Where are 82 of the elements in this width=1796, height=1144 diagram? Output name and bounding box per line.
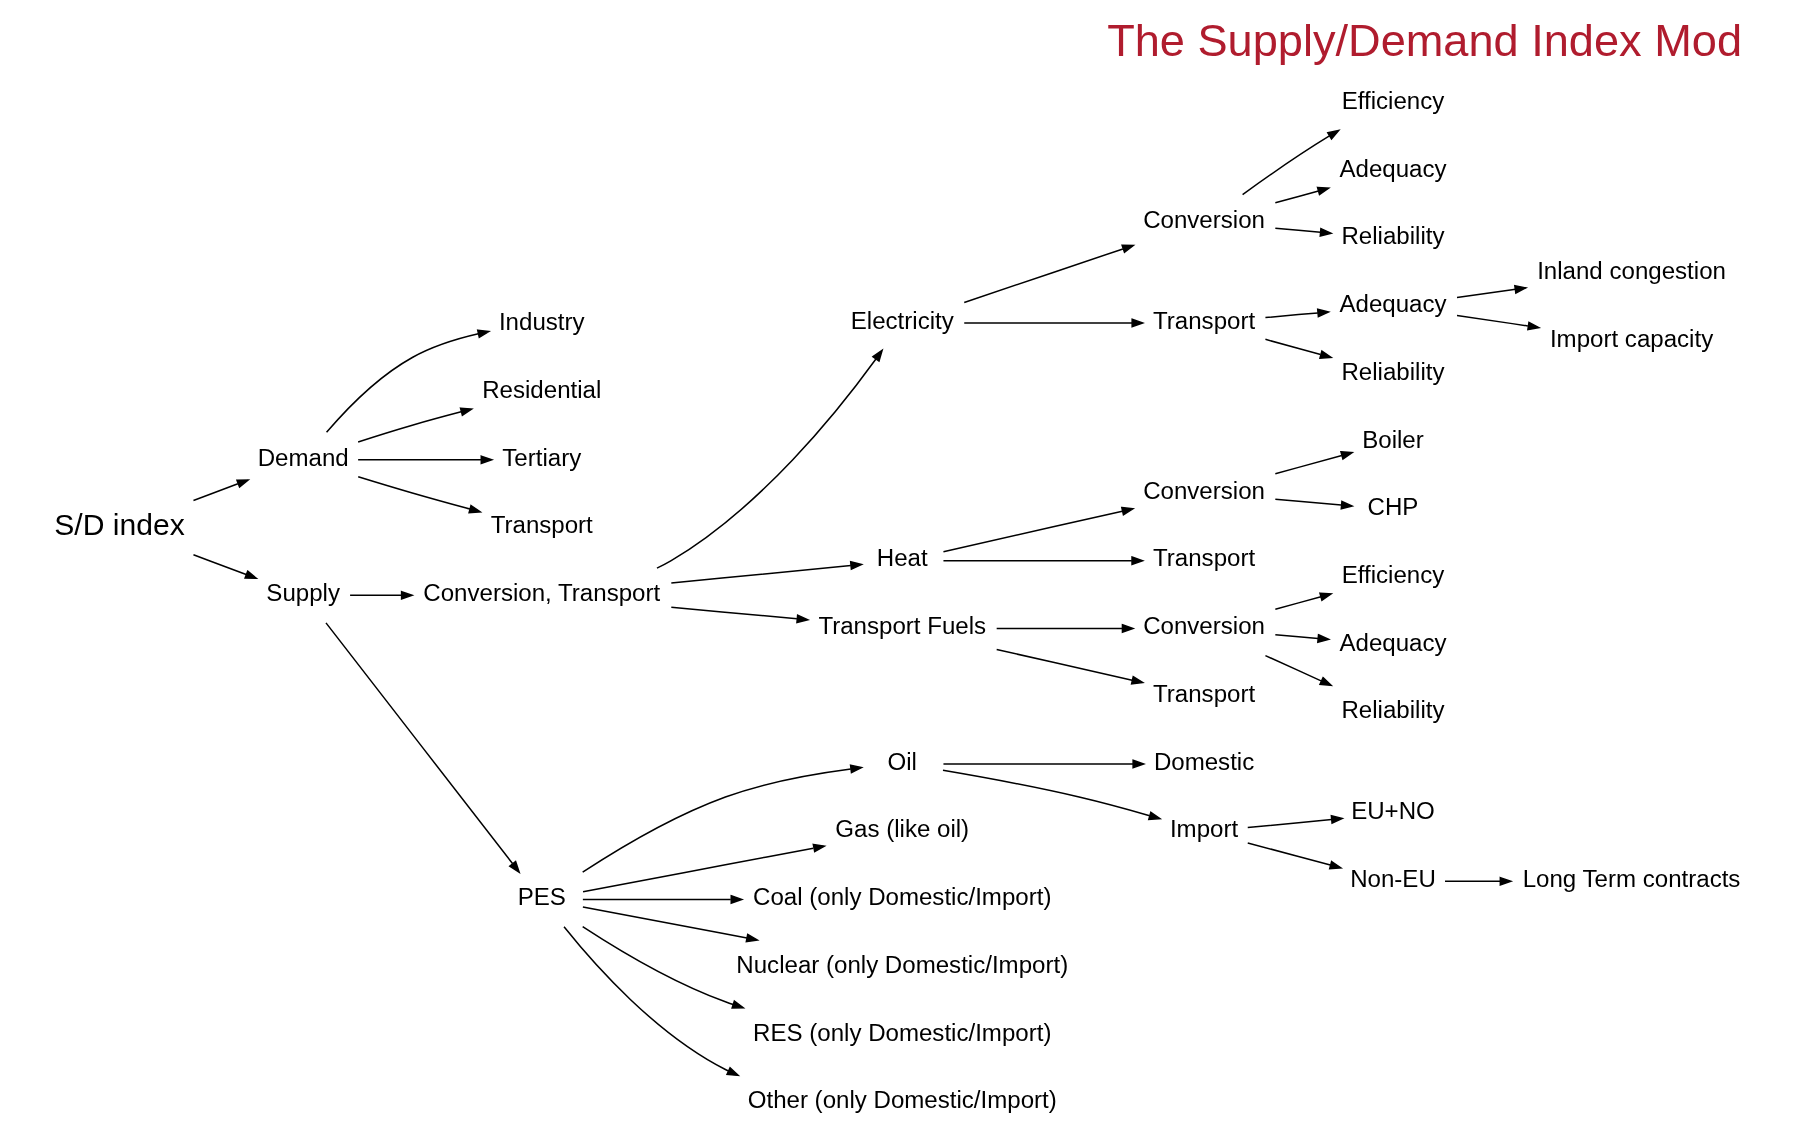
arrow: [1274, 186, 1331, 204]
node-text: Reliability: [1340, 357, 1444, 385]
node-text: S/D index: [53, 508, 185, 542]
arrow: [670, 606, 810, 624]
arrow: [356, 475, 482, 514]
arrow: [1264, 308, 1331, 319]
node-text: PES: [517, 883, 566, 911]
arrow: [581, 906, 760, 943]
node-text: EU+NO: [1350, 797, 1435, 825]
node-text: Transport: [1152, 544, 1255, 572]
node-text: Reliability: [1340, 222, 1444, 250]
node-text: Long Term contracts: [1522, 865, 1740, 893]
arrow: [1443, 876, 1513, 887]
node-text: Adequacy: [1338, 290, 1447, 318]
arrow: [941, 769, 1162, 821]
node-text: Oil: [887, 747, 917, 775]
arrow: [1455, 314, 1541, 331]
arrow: [1246, 814, 1344, 829]
arrow: [995, 623, 1135, 634]
node-text: Other (only Domestic/Import): [747, 1086, 1057, 1114]
node-text: Gas (like oil): [834, 815, 969, 843]
arrow: [1274, 592, 1333, 610]
node-text: RES (only Domestic/Import): [752, 1018, 1051, 1046]
arrow: [324, 622, 521, 874]
node-text: Adequacy: [1338, 154, 1447, 182]
arrow: [670, 560, 864, 584]
arrow: [581, 843, 827, 893]
diagram-title: The Supply/Demand Index Mod: [1106, 15, 1742, 67]
node-text: Non-EU: [1349, 865, 1436, 893]
node-text: Efficiency: [1341, 560, 1444, 588]
node-text: Heat: [876, 544, 928, 572]
node-text: Boiler: [1361, 425, 1424, 453]
arrow: [1241, 129, 1341, 196]
arrow: [942, 555, 1145, 566]
arrow: [942, 759, 1146, 769]
arrow: [1274, 451, 1354, 475]
node-text: Supply: [265, 579, 340, 607]
node-text: Conversion: [1142, 612, 1265, 640]
arrow: [325, 329, 491, 434]
arrow: [1274, 227, 1333, 237]
node-text: Electricity: [850, 306, 954, 334]
node-text: CHP: [1367, 493, 1418, 521]
arrow: [581, 925, 745, 1009]
node-text: Conversion: [1142, 205, 1265, 233]
arrow: [1455, 284, 1528, 299]
node-text: Reliability: [1340, 696, 1444, 724]
node-text: Industry: [498, 308, 585, 336]
node-text: Demand: [257, 443, 349, 471]
arrow: [1274, 498, 1354, 510]
node-text: Conversion, Transport: [422, 579, 660, 607]
arrow: [581, 894, 744, 905]
arrow: [962, 244, 1135, 304]
node-text: Transport Fuels: [817, 612, 986, 640]
node-text: Nuclear (only Domestic/Import): [735, 950, 1068, 978]
node-text: Import: [1169, 815, 1238, 843]
arrow: [192, 479, 250, 502]
node-text: Coal (only Domestic/Import): [752, 883, 1051, 911]
arrow: [995, 648, 1145, 685]
node-text: Transport: [490, 511, 593, 539]
node-text: Adequacy: [1338, 628, 1447, 656]
node-text: Inland congestion: [1536, 256, 1726, 284]
node-text: Tertiary: [501, 443, 581, 471]
node-text: Domestic: [1153, 747, 1254, 775]
arrow: [192, 554, 258, 580]
node-text: Transport: [1152, 306, 1255, 334]
arrow: [1274, 633, 1331, 644]
arrow: [348, 590, 414, 601]
node-text: Efficiency: [1341, 86, 1444, 114]
node-text: Transport: [1152, 679, 1255, 707]
arrow: [1246, 842, 1343, 870]
arrow: [562, 926, 740, 1077]
arrow: [356, 407, 474, 443]
node-text: Conversion: [1142, 476, 1265, 504]
arrow: [942, 506, 1135, 553]
arrow: [356, 455, 494, 465]
arrow: [1264, 338, 1333, 359]
arrow: [655, 348, 883, 569]
node-text: Import capacity: [1549, 324, 1713, 352]
arrow: [1264, 654, 1333, 687]
node-text: Residential: [481, 375, 601, 403]
arrow: [581, 764, 864, 873]
arrow: [962, 318, 1145, 328]
